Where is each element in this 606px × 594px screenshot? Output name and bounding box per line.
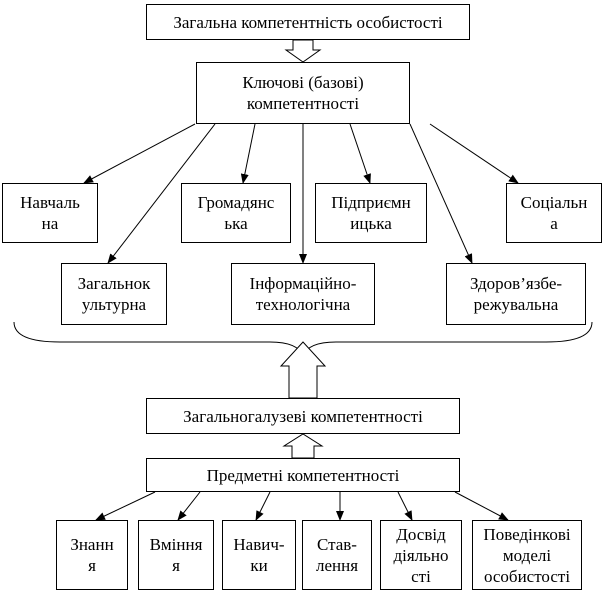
arrow-to-sotsialna	[429, 123, 519, 184]
component-znannia-box: Знанн я	[56, 520, 128, 590]
arrow-to-zdorovia	[409, 123, 473, 264]
component-vminnia-label: Вміння я	[149, 535, 203, 575]
arrow-to-navychky	[255, 491, 271, 521]
competence-sotsialna-label: Соціальн а	[520, 193, 588, 233]
component-povedinkovi-box: Поведінкові моделі особистості	[472, 520, 582, 590]
arrow-to-povedinkovi	[454, 491, 509, 521]
arrow-to-dosvid	[397, 491, 413, 521]
small-hollow-arrow-up	[282, 433, 324, 459]
competence-pidpryiemnytska-label: Підприємн ицька	[331, 193, 411, 233]
component-vminnia-box: Вміння я	[138, 520, 214, 590]
general-competence-box: Загальна компетентність особистості	[146, 4, 470, 40]
competence-hromadianska-label: Громадянс ька	[197, 193, 275, 233]
arrow-to-vminnia	[177, 491, 201, 521]
hollow-arrow-up	[279, 341, 327, 399]
branch-competences-label: Загальногалузеві компетентності	[183, 406, 423, 426]
competence-zdorovia-label: Здоров’язбе- режувальна	[469, 274, 563, 314]
component-dosvid-label: Досвід діяльно сті	[393, 524, 449, 586]
component-navychky-box: Навич- ки	[222, 520, 296, 590]
competence-zdorovia-box: Здоров’язбе- режувальна	[446, 263, 586, 325]
component-povedinkovi-label: Поведінкові моделі особистості	[483, 524, 571, 586]
arrow-to-zahalnokulturna	[107, 123, 216, 264]
subject-competences-box: Предметні компетентності	[146, 458, 460, 492]
key-competences-box: Ключові (базові) компетентності	[196, 62, 410, 124]
competence-zahalnokulturna-label: Загальнок ультурна	[77, 274, 151, 314]
component-navychky-label: Навич- ки	[233, 535, 285, 575]
competence-navchalna-label: Навчаль на	[20, 193, 80, 233]
competence-informatsiino-box: Інформаційно- технологічна	[231, 263, 375, 325]
component-znannia-label: Знанн я	[70, 535, 114, 575]
competence-hromadianska-box: Громадянс ька	[181, 183, 291, 243]
component-stavlennia-label: Став- лення	[315, 535, 359, 575]
hollow-arrow-down	[284, 39, 322, 63]
component-stavlennia-box: Став- лення	[302, 520, 372, 590]
competence-zahalnokulturna-box: Загальнок ультурна	[61, 263, 167, 325]
competence-sotsialna-box: Соціальн а	[506, 183, 602, 243]
arrow-to-pidpryiemnytska	[349, 123, 371, 184]
general-competence-label: Загальна компетентність особистості	[173, 12, 443, 32]
arrow-to-znannia	[95, 491, 156, 521]
arrow-to-hromadianska	[240, 123, 256, 184]
key-competences-label: Ключові (базові) компетентності	[242, 73, 364, 113]
competence-pidpryiemnytska-box: Підприємн ицька	[315, 183, 427, 243]
competence-informatsiino-label: Інформаційно- технологічна	[249, 274, 357, 314]
arrow-to-navchalna	[83, 123, 196, 184]
subject-competences-label: Предметні компетентності	[206, 465, 400, 485]
branch-competences-box: Загальногалузеві компетентності	[146, 398, 460, 434]
competence-navchalna-box: Навчаль на	[2, 183, 98, 243]
component-dosvid-box: Досвід діяльно сті	[380, 520, 462, 590]
